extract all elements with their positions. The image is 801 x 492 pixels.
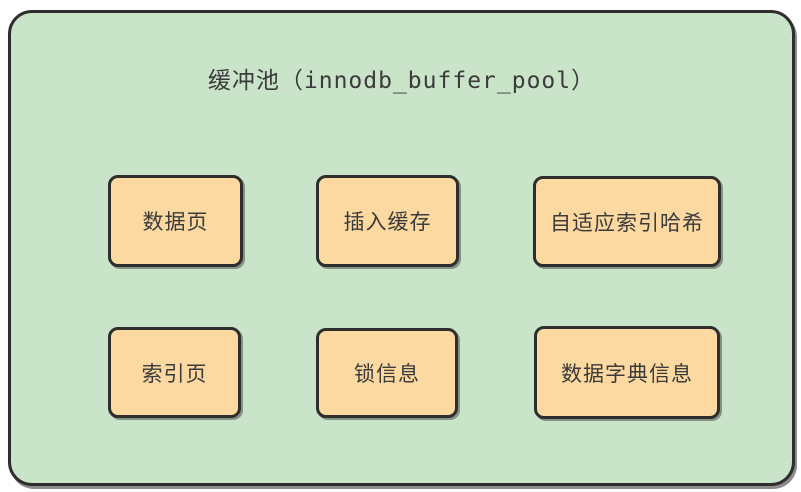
node-insert-buffer-label: 插入缓存	[343, 210, 432, 234]
node-lock-info-label: 锁信息	[354, 362, 420, 386]
node-index-page: 索引页	[108, 327, 241, 418]
node-data-dictionary-info: 数据字典信息	[534, 326, 720, 419]
node-index-page-label: 索引页	[141, 361, 208, 386]
node-data-page: 数据页	[108, 175, 243, 267]
node-lock-info: 锁信息	[316, 328, 458, 418]
node-data-page-label: 数据页	[142, 210, 209, 234]
node-data-dictionary-info-label: 数据字典信息	[561, 361, 693, 386]
buffer-pool-container: 缓冲池（innodb_buffer_pool） 数据页 插入缓存 自适应索引哈希…	[8, 10, 795, 486]
node-insert-buffer: 插入缓存	[316, 175, 459, 267]
buffer-pool-title: 缓冲池（innodb_buffer_pool）	[207, 68, 596, 94]
node-adaptive-hash-index-label: 自适应索引哈希	[550, 210, 704, 235]
node-adaptive-hash-index: 自适应索引哈希	[533, 176, 721, 267]
